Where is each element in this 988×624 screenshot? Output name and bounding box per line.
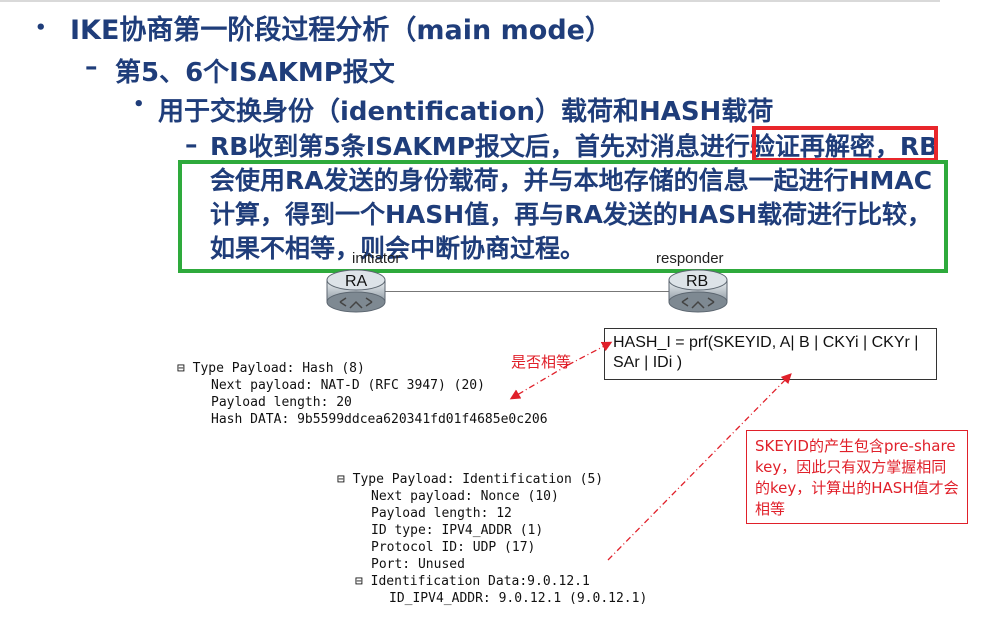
bullet-dot: • [133, 94, 145, 115]
identification-payload-tree: ⊟ Type Payload: Identification (5) Next p… [337, 454, 647, 624]
compare-label: 是否相等 [511, 353, 572, 371]
compare-arrow-to-formula [567, 341, 613, 366]
router-icon [326, 269, 386, 313]
initiator-label: initiator [352, 250, 401, 267]
hash-data: Hash DATA: 9b5599ddcea620341fd01f4685e0c… [211, 412, 548, 427]
hash-formula-box: HASH_I = prf(SKEYID, A| B | CKYi | CKYr … [604, 328, 937, 380]
responder-label: responder [656, 250, 724, 267]
router-ra-name: RA [345, 273, 368, 290]
bullet-dot: • [35, 17, 47, 39]
bullet-dash: – [185, 130, 198, 159]
id-port: Port: Unused [371, 557, 465, 572]
bullet-dash: – [85, 52, 98, 81]
id-data-header[interactable]: ⊟ Identification Data:9.0.12.1 [355, 574, 590, 589]
id-payload-length: Payload length: 12 [371, 506, 512, 521]
hash-payload-tree: ⊟ Type Payload: Hash (8) Next payload: NA… [177, 343, 548, 445]
heading-level1: IKE协商第一阶段过程分析（main mode） [70, 15, 612, 46]
identification-to-formula-line [607, 373, 792, 561]
green-highlight-box [178, 160, 948, 273]
top-divider [0, 0, 940, 2]
hash-payload-header[interactable]: ⊟ Type Payload: Hash (8) [177, 361, 365, 376]
id-type: ID type: IPV4_ADDR (1) [371, 523, 544, 538]
id-ipv4-addr: ID_IPV4_ADDR: 9.0.12.1 (9.0.12.1) [389, 591, 648, 606]
router-link [385, 291, 675, 292]
heading-level2: 第5、6个ISAKMP报文 [115, 58, 395, 88]
explanation-paragraph: RB收到第5条ISAKMP报文后，首先对消息进行验证再解密，RB会使用RA发送的… [210, 132, 939, 263]
router-icon [668, 269, 728, 313]
router-rb-name: RB [686, 273, 709, 290]
hash-next-payload: Next payload: NAT-D (RFC 3947) (20) [211, 378, 485, 393]
id-next-payload: Next payload: Nonce (10) [371, 489, 559, 504]
id-protocol: Protocol ID: UDP (17) [371, 540, 536, 555]
heading-level3: 用于交换身份（identification）载荷和HASH载荷 [158, 97, 774, 127]
skeyid-note-box: SKEYID的产生包含pre-share key，因此只有双方掌握相同的key，… [746, 430, 968, 524]
hash-payload-length: Payload length: 20 [211, 395, 352, 410]
id-payload-header[interactable]: ⊟ Type Payload: Identification (5) [337, 472, 604, 487]
compare-arrow-to-hash-data [509, 364, 569, 400]
